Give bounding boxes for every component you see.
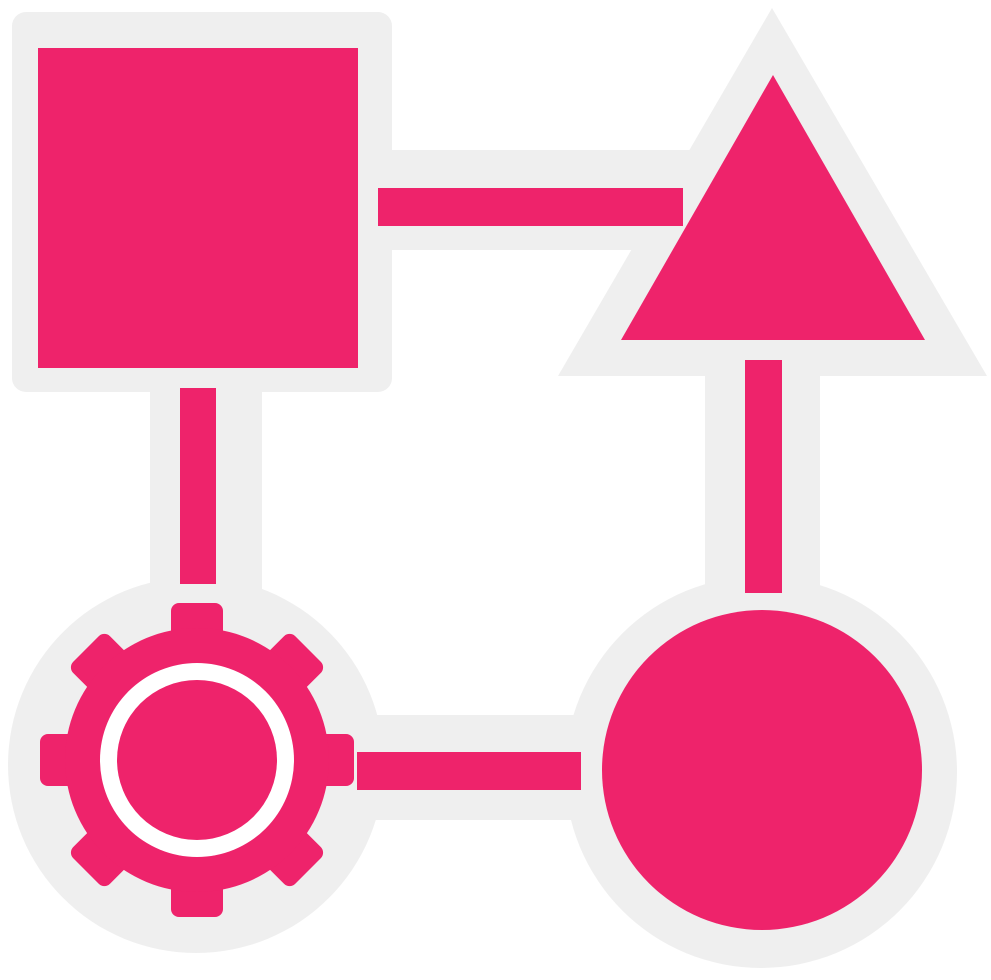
- left-connector: [180, 388, 216, 584]
- top-connector: [378, 188, 683, 226]
- right-connector: [745, 360, 782, 593]
- bottom-connector: [357, 752, 581, 790]
- square-node: [38, 48, 358, 368]
- main-shapes: [38, 48, 925, 930]
- gear-icon: [40, 603, 354, 917]
- triangle-node: [621, 75, 925, 340]
- circle-node: [602, 610, 922, 930]
- gear-center: [117, 680, 277, 840]
